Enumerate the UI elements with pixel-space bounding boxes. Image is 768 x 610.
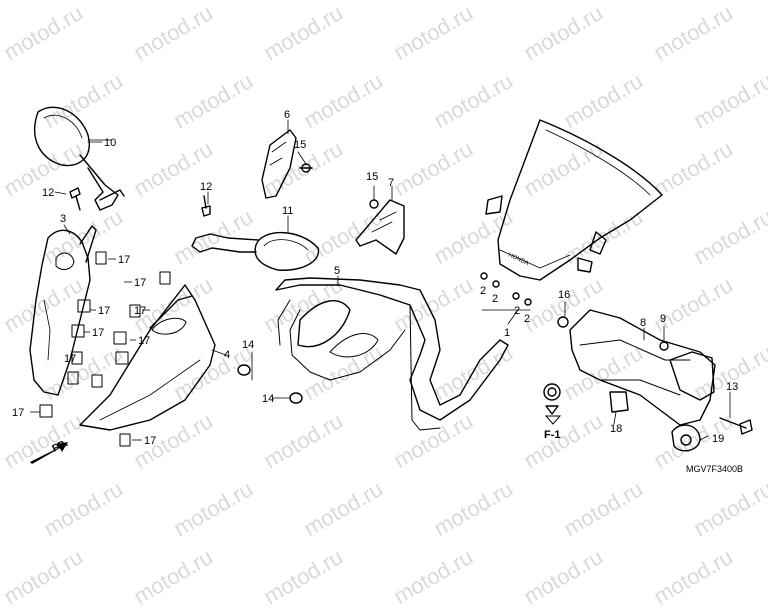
callout-18: 18 <box>610 423 622 435</box>
bracket-6 <box>261 129 297 199</box>
grommet-18 <box>609 391 629 413</box>
callout-17: 17 <box>64 353 76 365</box>
callout-2: 2 <box>480 285 486 297</box>
callout-14: 14 <box>242 339 254 351</box>
callout-8: 8 <box>640 317 646 329</box>
callout-17: 17 <box>98 305 110 317</box>
screw-15-upper <box>299 163 313 173</box>
diagram-code: MGV7F3400B <box>686 464 743 474</box>
callout-2: 2 <box>524 313 530 325</box>
callout-9: 9 <box>660 313 666 325</box>
front-direction-arrow: FR. <box>30 438 70 464</box>
bolt-12-left <box>69 187 81 211</box>
callout-4: 4 <box>224 349 230 361</box>
callout-2: 2 <box>492 293 498 305</box>
callout-15: 15 <box>294 139 306 151</box>
mirror-right <box>191 231 320 271</box>
callout-10: 10 <box>104 137 116 149</box>
nut-16 <box>557 316 569 328</box>
callout-12: 12 <box>42 187 54 199</box>
callout-11: 11 <box>282 205 293 217</box>
bracket-7 <box>355 199 405 255</box>
bolt-13 <box>719 417 753 435</box>
callout-17: 17 <box>134 277 146 289</box>
horn-19 <box>671 424 701 452</box>
callout-16: 16 <box>558 289 570 301</box>
callout-17: 17 <box>12 407 24 419</box>
callout-17: 17 <box>92 327 104 339</box>
clips-17 <box>39 251 171 447</box>
side-cover-left <box>29 225 97 396</box>
callout-5: 5 <box>334 265 340 277</box>
brand-mark: HONDA <box>507 252 529 267</box>
callout-1: 1 <box>504 327 510 339</box>
callout-3: 3 <box>60 213 66 225</box>
inner-cover <box>275 277 509 431</box>
ref-label: F-1 <box>544 429 561 441</box>
nuts-2 <box>480 272 532 306</box>
callout-19: 19 <box>712 433 724 445</box>
callout-12: 12 <box>200 181 212 193</box>
callout-17: 17 <box>138 335 150 347</box>
screw-15-lower <box>369 199 379 209</box>
arrow-label: FR. <box>51 438 70 455</box>
mirror-left <box>33 106 125 211</box>
callout-17: 17 <box>118 254 130 266</box>
callout-14: 14 <box>262 393 274 405</box>
parts-diagram: FR. HONDA F-1 MGV7F3400B 10 12 3 17 17 1… <box>12 106 753 474</box>
callout-17: 17 <box>134 305 146 317</box>
callout-17: 17 <box>144 435 156 447</box>
windscreen <box>485 119 663 281</box>
callout-15: 15 <box>366 171 378 183</box>
grommet-f1 <box>543 383 561 415</box>
bolt-12-middle <box>201 195 211 217</box>
callout-2: 2 <box>514 305 520 317</box>
front-cover-right <box>79 284 216 431</box>
stay-frame <box>569 309 716 426</box>
nut-9 <box>659 341 669 351</box>
callout-13: 13 <box>726 381 738 393</box>
callout-7: 7 <box>388 177 394 189</box>
callout-6: 6 <box>284 109 290 121</box>
